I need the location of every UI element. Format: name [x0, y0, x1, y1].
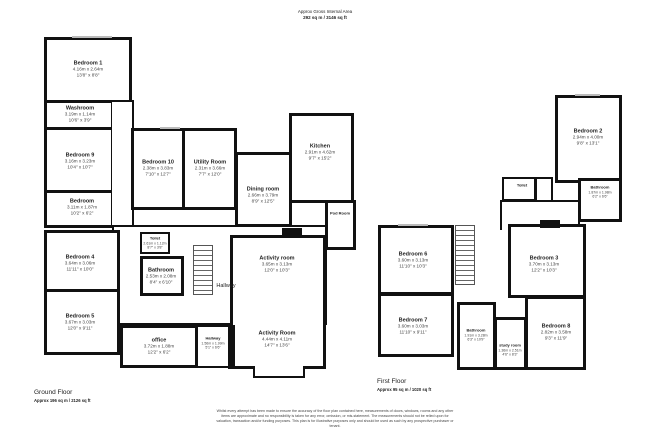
room-label: Pod Room	[330, 210, 350, 216]
room-bedroom-8	[525, 296, 586, 370]
window	[398, 224, 428, 226]
first-floor-area: Approx 95 sq m / 1020 sq ft	[377, 387, 432, 392]
window	[575, 94, 600, 96]
first-floor-caption: First Floor Approx 95 sq m / 1020 sq ft	[377, 378, 431, 392]
room-bedroom-7	[378, 293, 454, 357]
room-activity-room	[230, 235, 326, 369]
gross-area-header: Approx Gross Internal Area 292 sq m / 31…	[298, 9, 352, 21]
room-label: Hallway	[216, 282, 236, 289]
room-bathroom-ground	[140, 256, 184, 296]
bay-window	[253, 366, 305, 378]
room-hallway-small	[196, 325, 230, 368]
room-washroom	[44, 100, 114, 130]
staircase-first	[455, 225, 475, 285]
room-toilet	[140, 232, 170, 254]
wall-segment	[228, 325, 235, 369]
staircase-ground	[193, 245, 213, 295]
ground-floor-area: Approx 196 sq m / 2126 sq ft	[34, 398, 91, 403]
chimney-block	[540, 220, 560, 228]
ground-floor-caption: Ground Floor Approx 196 sq m / 2126 sq f…	[34, 389, 91, 403]
room-bedroom-5	[44, 289, 120, 355]
window	[72, 36, 112, 38]
disclaimer: Whilst every attempt has been made to en…	[216, 409, 454, 428]
gross-area-value: 292 sq m / 3146 sq ft	[303, 14, 347, 20]
room-pod	[325, 200, 356, 250]
room-office	[120, 325, 198, 368]
room-utility	[182, 128, 237, 210]
room-bathroom-upper	[578, 178, 622, 222]
gross-area-title: Approx Gross Internal Area	[297, 9, 353, 14]
ground-floor-title: Ground Floor	[34, 389, 73, 396]
chimney-block	[282, 228, 302, 238]
room-bedroom-1	[44, 37, 132, 103]
room-kitchen	[289, 113, 354, 203]
room-toilet-upper	[502, 177, 536, 201]
first-floor-title: First Floor	[377, 378, 407, 385]
room-bedroom-4	[44, 230, 120, 292]
window	[160, 127, 180, 129]
room-label: Toilet	[516, 182, 528, 188]
